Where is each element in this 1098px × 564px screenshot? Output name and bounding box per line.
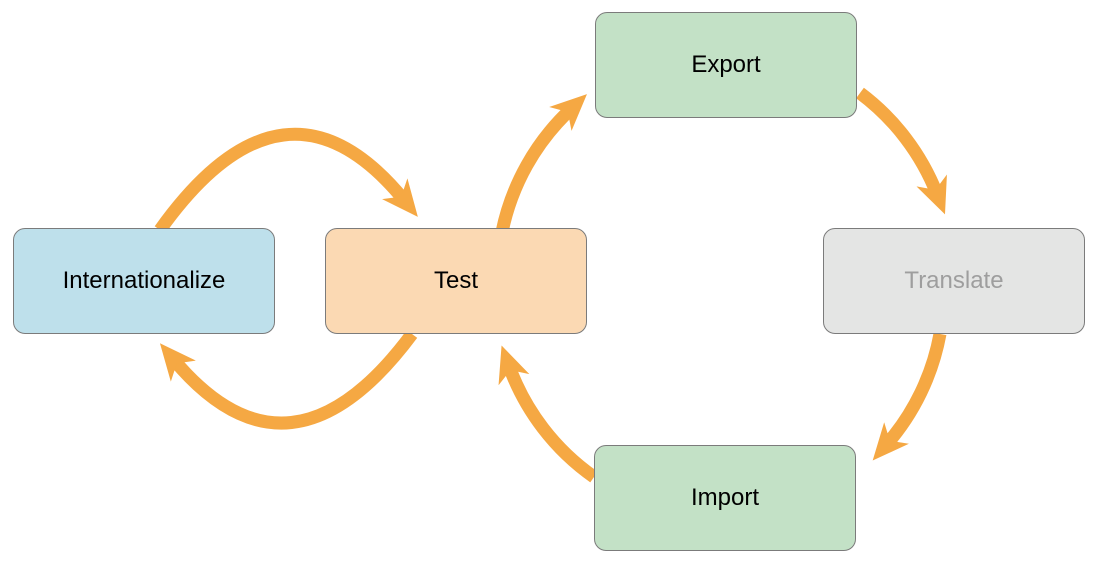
node-translate: Translate [823,228,1085,334]
node-test: Test [325,228,587,334]
node-internationalize: Internationalize [13,228,275,334]
arrow-import-to-test [498,345,598,483]
arrow-translate-to-import [872,332,947,461]
node-import-label: Import [690,484,759,511]
node-translate-label: Translate [904,267,1004,294]
arrow-test-to-internationalize [159,330,418,430]
node-import: Import [594,445,856,551]
node-internationalize-label: Internationalize [62,267,226,294]
arrow-test-to-export [495,94,587,234]
arrow-internationalize-to-test [154,127,418,234]
arrow-export-to-translate [856,87,947,215]
node-test-label: Test [433,267,478,294]
node-export: Export [595,12,857,118]
node-export-label: Export [691,51,761,78]
